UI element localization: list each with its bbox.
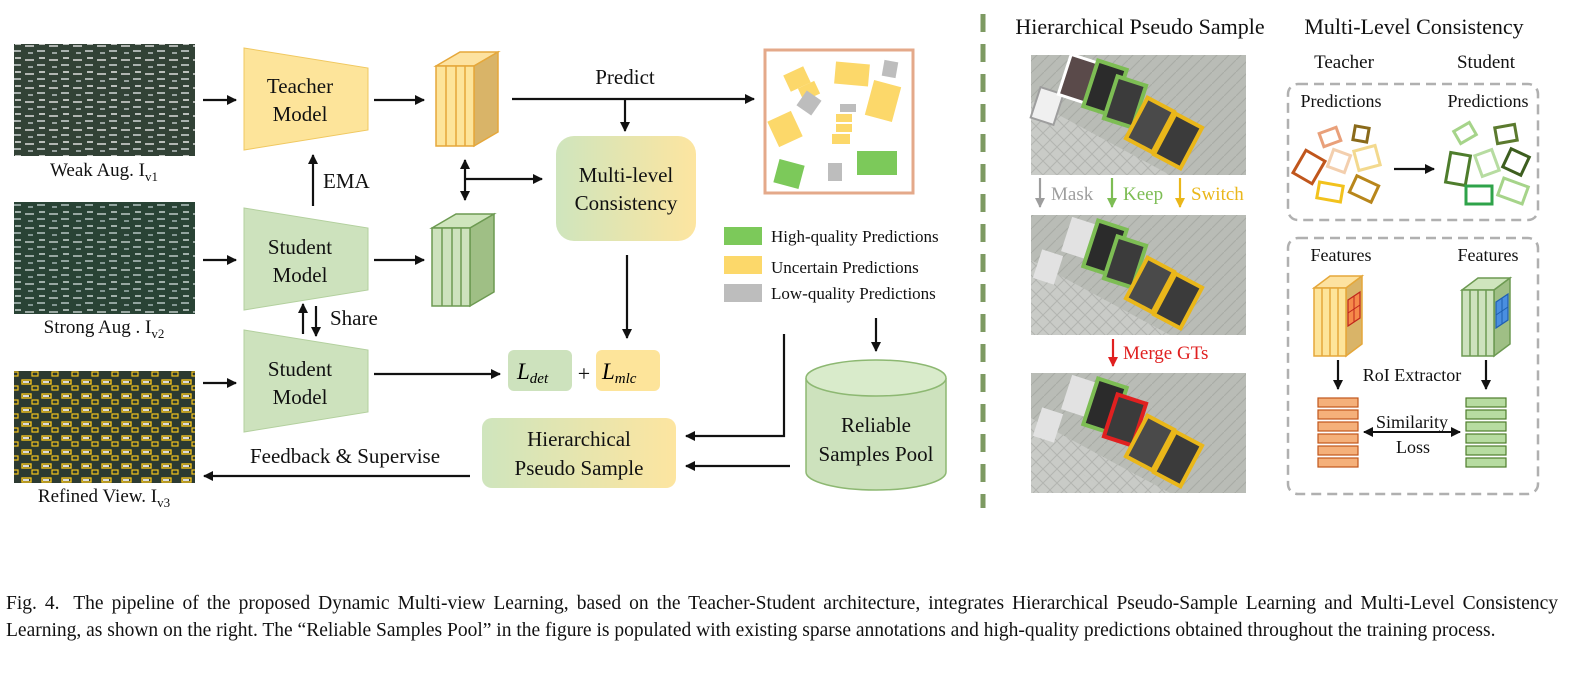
strong-aug-image (14, 202, 195, 314)
loss-label: Loss (1396, 437, 1430, 457)
reliable-samples-pool: Reliable Samples Pool (805, 359, 947, 491)
loss-mlc: Lmlc (601, 359, 637, 387)
student-model-top: Student Model (243, 207, 369, 311)
loss-plus: + (578, 361, 590, 386)
refined-view-image (14, 371, 195, 483)
legend-uncertain-label: Uncertain Predictions (771, 258, 919, 277)
strong-aug-label: Strong Aug . Iv2 (44, 317, 165, 341)
teacher-model-label-2: Model (273, 102, 328, 126)
predictions-to-hps-arrow (685, 334, 786, 441)
predictions-consistency-box: Predictions Predictions (1286, 82, 1540, 222)
loss-formula: Ldet + Lmlc (508, 350, 660, 391)
ema-label: EMA (323, 169, 371, 193)
loss-det-box (508, 350, 572, 391)
teacher-feature-map (433, 50, 501, 148)
student-roi-stack (1465, 397, 1507, 468)
pool-label-1: Reliable (841, 413, 911, 437)
teacher-features-label: Features (1311, 245, 1372, 265)
teacher-predictions-label: Predictions (1301, 91, 1382, 111)
figure-caption: Fig. 4. The pipeline of the proposed Dyn… (6, 590, 1558, 644)
hierarchical-pseudo-sample-box: Hierarchical Pseudo Sample (482, 418, 676, 488)
student-feature-map (429, 212, 497, 308)
student-predictions-label: Predictions (1448, 91, 1529, 111)
similarity-label: Similarity (1376, 412, 1448, 432)
features-consistency-box: Features Features RoI Ex (1286, 236, 1540, 496)
hps-label-1: Hierarchical (527, 427, 631, 451)
teacher-roi-stack (1317, 397, 1359, 468)
mlc-label-1: Multi-level (579, 163, 674, 187)
predict-label: Predict (595, 65, 655, 89)
mlc-panel-title: Multi-Level Consistency (1304, 14, 1523, 39)
teacher-model: Teacher Model (243, 47, 369, 151)
student-model-top-label-2: Model (273, 263, 328, 287)
figure-number: Fig. 4. (6, 593, 60, 614)
weak-aug-label: Weak Aug. Iv1 (50, 160, 158, 184)
loss-mlc-box (596, 350, 660, 391)
student-model-bottom: Student Model (243, 329, 369, 433)
caption-text: The pipeline of the proposed Dynamic Mul… (6, 593, 1558, 641)
mask-label: Mask (1051, 184, 1094, 205)
hps-image-2 (1031, 215, 1246, 335)
loss-det: Ldet (516, 359, 549, 387)
refined-view-label: Refined View. Iv3 (38, 486, 170, 510)
student-feature-block (1459, 276, 1513, 358)
roi-extractor-label: RoI Extractor (1363, 365, 1461, 385)
student-model-bottom-label-1: Student (268, 357, 332, 381)
pipeline-diagram: Weak Aug. Iv1 Strong Aug . Iv2 Refined V… (14, 14, 1540, 510)
hps-panel-title: Hierarchical Pseudo Sample (1015, 14, 1264, 39)
student-model-top-label-1: Student (268, 235, 332, 259)
predictions-panel (763, 48, 915, 195)
share-label: Share (330, 306, 378, 330)
teacher-model-label-1: Teacher (267, 74, 333, 98)
multi-level-consistency-box: Multi-level Consistency (556, 136, 696, 241)
legend-swatch-high (724, 227, 762, 245)
teacher-feature-block (1311, 274, 1365, 358)
keep-label: Keep (1123, 184, 1163, 205)
hps-image-1 (1029, 52, 1246, 175)
pool-label-2: Samples Pool (819, 442, 934, 466)
student-model-bottom-label-2: Model (273, 385, 328, 409)
feedback-label: Feedback & Supervise (250, 444, 440, 468)
legend-swatch-low (724, 284, 762, 302)
legend-low-label: Low-quality Predictions (771, 284, 936, 303)
hps-image-3 (1031, 373, 1246, 493)
weak-aug-image (14, 44, 195, 156)
student-column-label: Student (1457, 52, 1516, 73)
teacher-column-label: Teacher (1314, 52, 1375, 73)
merge-label: Merge GTs (1123, 343, 1208, 364)
mlc-label-2: Consistency (575, 191, 678, 215)
hps-label-2: Pseudo Sample (515, 456, 644, 480)
switch-label: Switch (1191, 184, 1244, 205)
student-features-label: Features (1458, 245, 1519, 265)
legend-high-label: High-quality Predictions (771, 227, 939, 246)
legend-swatch-uncertain (724, 256, 762, 274)
legend: High-quality Predictions Uncertain Predi… (724, 227, 939, 303)
